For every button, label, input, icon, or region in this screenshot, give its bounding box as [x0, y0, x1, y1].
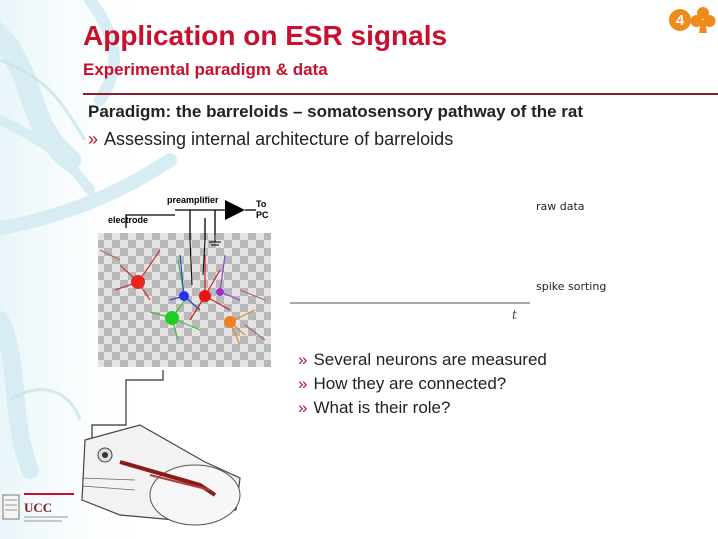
main-bullet-text: Assessing internal architecture of barre… [104, 129, 454, 149]
rat-head-illustration [81, 424, 241, 526]
neuron-cells [131, 275, 236, 328]
experiment-figure: preamplifier electrode To PC t [81, 195, 530, 526]
slide-subtitle: Experimental paradigm & data [83, 60, 328, 79]
list-item: » What is their role? [298, 396, 547, 420]
list-item: » How they are connected? [298, 372, 547, 396]
amplifier-triangle [225, 200, 245, 220]
ucc-logo: UCC [2, 493, 74, 522]
main-bullet: »Assessing internal architecture of barr… [88, 129, 453, 150]
electrode-label: electrode [108, 215, 148, 225]
to-pc-label-line2: PC [256, 210, 269, 220]
svg-text:UCC: UCC [24, 500, 52, 515]
findings-list: » Several neurons are measured » How they … [298, 348, 547, 420]
bullet-marker: » [298, 398, 308, 417]
preamplifier-label: preamplifier [167, 195, 219, 205]
bullet-marker: » [298, 350, 308, 369]
bullet-marker: » [298, 374, 308, 393]
list-item-text: What is their role? [313, 398, 451, 417]
slide-title: Application on ESR signals [83, 20, 448, 51]
club-icon [690, 7, 716, 33]
spike-sorting-label: spike sorting [536, 280, 607, 293]
ground-symbol [209, 235, 221, 246]
list-item-text: Several neurons are measured [313, 350, 547, 369]
section-heading: Paradigm: the barreloids – somatosensory… [88, 102, 584, 121]
bullet-marker: » [88, 129, 99, 149]
recording-cable [91, 370, 164, 440]
slide-number-badge: 4 [669, 9, 691, 31]
electrode-tips [189, 239, 206, 286]
title-divider [83, 93, 718, 95]
list-item: » Several neurons are measured [298, 348, 547, 372]
neuron-dendrites [99, 249, 266, 346]
to-pc-label-line1: To [256, 199, 267, 209]
raw-data-label: raw data [536, 200, 585, 213]
amplifier-wiring [125, 209, 225, 240]
list-item-text: How they are connected? [313, 374, 507, 393]
time-axis-label: t [512, 308, 517, 322]
